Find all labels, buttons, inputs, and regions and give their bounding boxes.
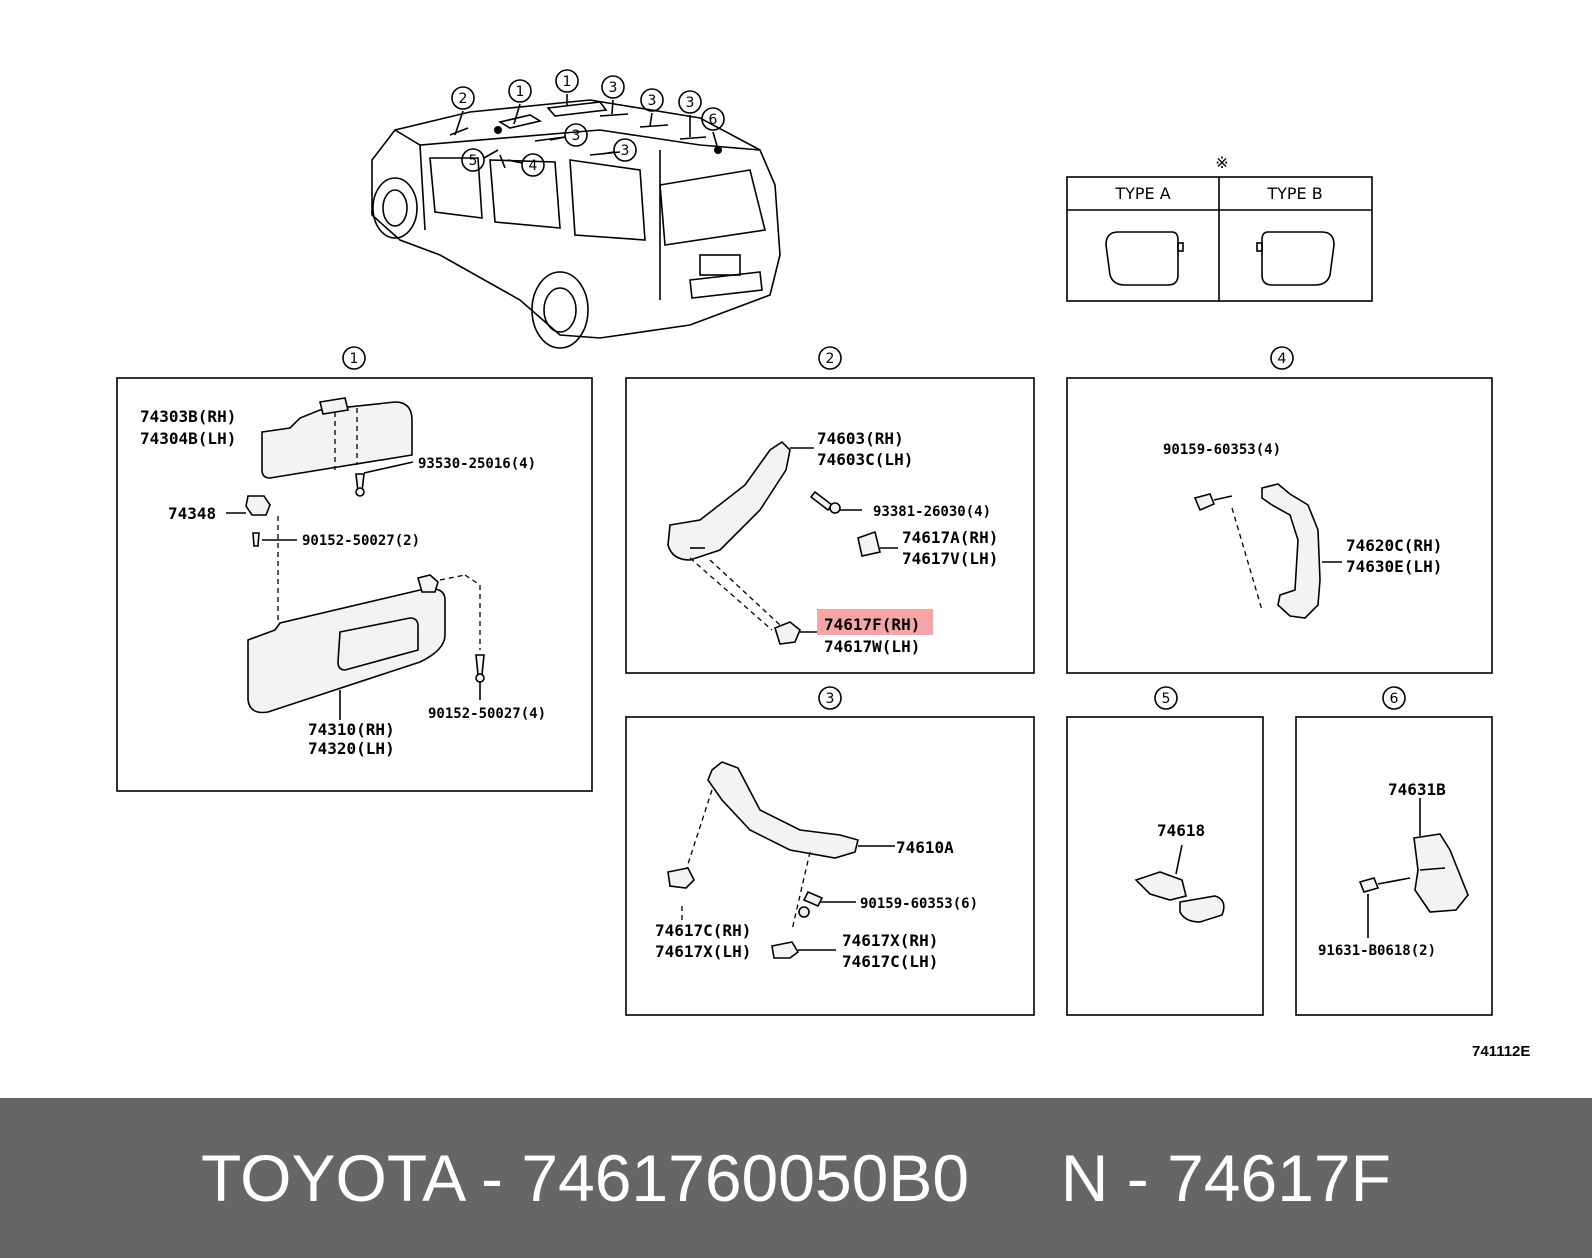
- label-90159-4: 90159-60353(4): [1163, 442, 1281, 458]
- svg-text:6: 6: [709, 112, 718, 128]
- assist-grip-4: [1261, 483, 1321, 619]
- type-a-label: TYPE A: [1114, 184, 1170, 203]
- type-b-label: TYPE B: [1266, 184, 1322, 203]
- label-74617A: 74617A(RH): [902, 528, 998, 547]
- panel-6: 6 74631B 91631-B0618(2): [1295, 686, 1493, 1016]
- label-74617W: 74617W(LH): [824, 637, 920, 656]
- svg-text:3: 3: [621, 143, 630, 159]
- svg-text:2: 2: [459, 91, 468, 107]
- car-callout: 3: [549, 123, 588, 147]
- part-number-caption: TOYOTA - 7461760050B0 N - 74617F: [201, 1141, 1391, 1215]
- panel-5: 5 74618: [1066, 686, 1264, 1016]
- type-a-shape: [1105, 231, 1179, 286]
- label-93530: 93530-25016(4): [418, 456, 536, 472]
- clip-74618: [1134, 871, 1187, 901]
- panel-4: 4 90159-60353(4) 74620C(RH) 74630E(LH): [1066, 346, 1493, 674]
- label-74617X-rh: 74617X(RH): [842, 931, 938, 950]
- label-90152-upper: 90152-50027(2): [302, 533, 420, 549]
- note-mark: ※: [1215, 153, 1228, 172]
- label-90159-6: 90159-60353(6): [860, 896, 978, 912]
- label-74304B: 74304B(LH): [140, 429, 236, 448]
- label-91631: 91631-B0618(2): [1318, 943, 1436, 959]
- cover-74617C: [667, 867, 695, 889]
- car-callout: 6: [701, 107, 725, 147]
- car-callout: 1: [555, 69, 579, 106]
- hook-74631B: [1413, 833, 1469, 913]
- label-74603C: 74603C(LH): [817, 450, 913, 469]
- svg-text:5: 5: [469, 153, 478, 169]
- svg-text:2: 2: [826, 351, 835, 367]
- label-74620C: 74620C(RH): [1346, 536, 1442, 555]
- cover-74617A: [857, 530, 881, 557]
- type-b-shape: [1261, 231, 1335, 286]
- label-93381: 93381-26030(4): [873, 504, 991, 520]
- car-callout: 1: [508, 79, 532, 125]
- label-90152-lower: 90152-50027(4): [428, 706, 546, 722]
- label-74610A: 74610A: [896, 838, 954, 857]
- svg-text:3: 3: [686, 95, 695, 111]
- car-callout: 3: [601, 75, 625, 115]
- car-callout: 3: [678, 90, 702, 137]
- type-table: ※ TYPE A TYPE B: [1066, 153, 1373, 302]
- car-callout: 3: [601, 138, 637, 162]
- panel-3: 3 74610A 90159-60353(6) 74617C(RH) 74617…: [625, 686, 1035, 1016]
- svg-text:3: 3: [648, 93, 657, 109]
- svg-text:3: 3: [826, 691, 835, 707]
- cover-74617F: [774, 621, 801, 645]
- svg-text:1: 1: [516, 84, 525, 100]
- vehicle-overview: 2 1 1 3 3 3 6 3 5 4 3: [371, 69, 781, 349]
- svg-text:6: 6: [1390, 691, 1399, 707]
- highlight-74617F: [817, 609, 933, 635]
- svg-text:3: 3: [609, 80, 618, 96]
- visor-holder: [245, 495, 271, 516]
- label-74320: 74320(LH): [308, 739, 395, 758]
- sun-visor-upper: [261, 401, 413, 479]
- label-74617C-lh: 74617C(LH): [842, 952, 938, 971]
- panel-1: 1 74303B(RH) 74304B(LH) 93530-25016(4) 7…: [116, 346, 593, 792]
- cover-74617X: [771, 941, 800, 959]
- figure-code: 741112E: [1472, 1043, 1530, 1060]
- svg-text:1: 1: [350, 351, 359, 367]
- label-74617V: 74617V(LH): [902, 549, 998, 568]
- svg-text:1: 1: [563, 74, 572, 90]
- parts-diagram: 2 1 1 3 3 3 6 3 5 4 3 ※ TYPE A TYPE B 1: [116, 69, 1530, 1060]
- label-74617X-lh: 74617X(LH): [655, 942, 751, 961]
- label-74348: 74348: [168, 504, 216, 523]
- panel-2: 2 74603(RH) 74603C(LH) 93381-26030(4) 74…: [625, 346, 1035, 674]
- svg-text:5: 5: [1162, 691, 1171, 707]
- car-callout: 5: [461, 148, 499, 172]
- footer-bar: TOYOTA - 7461760050B0 N - 74617F: [0, 1098, 1592, 1258]
- label-74618: 74618: [1157, 821, 1205, 840]
- car-callout: 2: [451, 86, 475, 136]
- label-74303B: 74303B(RH): [140, 407, 236, 426]
- label-74603: 74603(RH): [817, 429, 904, 448]
- label-74310: 74310(RH): [308, 720, 395, 739]
- assist-grip-2: [667, 440, 791, 561]
- car-callout: 4: [507, 153, 545, 177]
- svg-text:4: 4: [529, 158, 538, 174]
- svg-text:3: 3: [572, 128, 581, 144]
- car-callout: 3: [640, 88, 664, 127]
- label-74631B: 74631B: [1388, 780, 1446, 799]
- svg-text:4: 4: [1278, 351, 1287, 367]
- assist-grip-3: [707, 761, 859, 859]
- label-74630E: 74630E(LH): [1346, 557, 1442, 576]
- label-74617F: 74617F(RH): [824, 615, 920, 634]
- label-74617C-rh: 74617C(RH): [655, 921, 751, 940]
